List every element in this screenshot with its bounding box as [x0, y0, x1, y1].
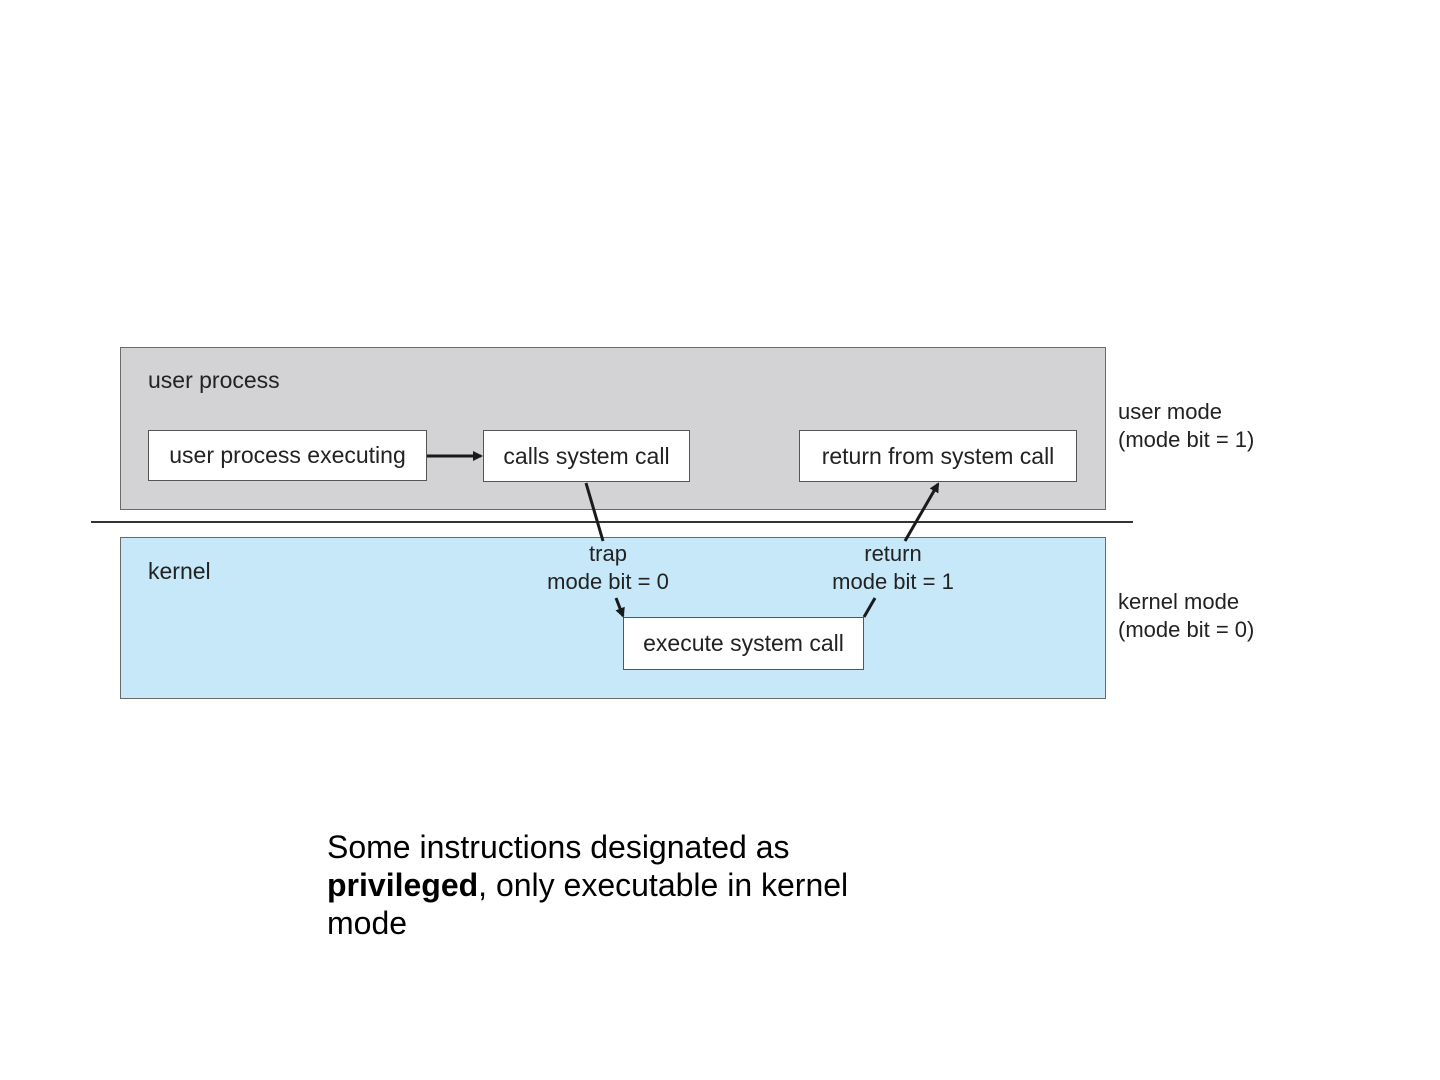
user-mode-side-label: user mode (mode bit = 1)	[1118, 398, 1254, 454]
user-process-label: user process	[148, 367, 280, 393]
trap-label-line2: mode bit = 0	[547, 569, 669, 594]
execute-system-call-box: execute system call	[623, 617, 864, 670]
user-process-executing-box: user process executing	[148, 430, 427, 481]
caption-bold-term: privileged	[327, 867, 479, 903]
kernel-mode-label-line1: kernel mode	[1118, 589, 1240, 614]
caption-text: Some instructions designated as privileg…	[327, 828, 887, 942]
caption-part2: , only executable in kernel mode	[327, 867, 849, 941]
user-mode-region	[120, 347, 1106, 510]
kernel-label: kernel	[148, 558, 211, 584]
kernel-mode-label-line2: (mode bit = 0)	[1118, 617, 1255, 642]
kernel-mode-region	[120, 537, 1106, 699]
kernel-mode-side-label: kernel mode (mode bit = 0)	[1118, 588, 1254, 644]
return-label: return mode bit = 1	[813, 540, 973, 596]
return-from-system-call-box: return from system call	[799, 430, 1077, 482]
return-label-line1: return	[864, 541, 922, 566]
trap-label: trap mode bit = 0	[528, 540, 688, 596]
calls-system-call-box: calls system call	[483, 430, 690, 482]
trap-label-line1: trap	[589, 541, 627, 566]
caption-part1: Some instructions designated as	[327, 829, 790, 865]
mode-divider-line	[91, 521, 1133, 523]
return-label-line2: mode bit = 1	[832, 569, 954, 594]
user-mode-label-line1: user mode	[1118, 399, 1222, 424]
user-mode-label-line2: (mode bit = 1)	[1118, 427, 1255, 452]
